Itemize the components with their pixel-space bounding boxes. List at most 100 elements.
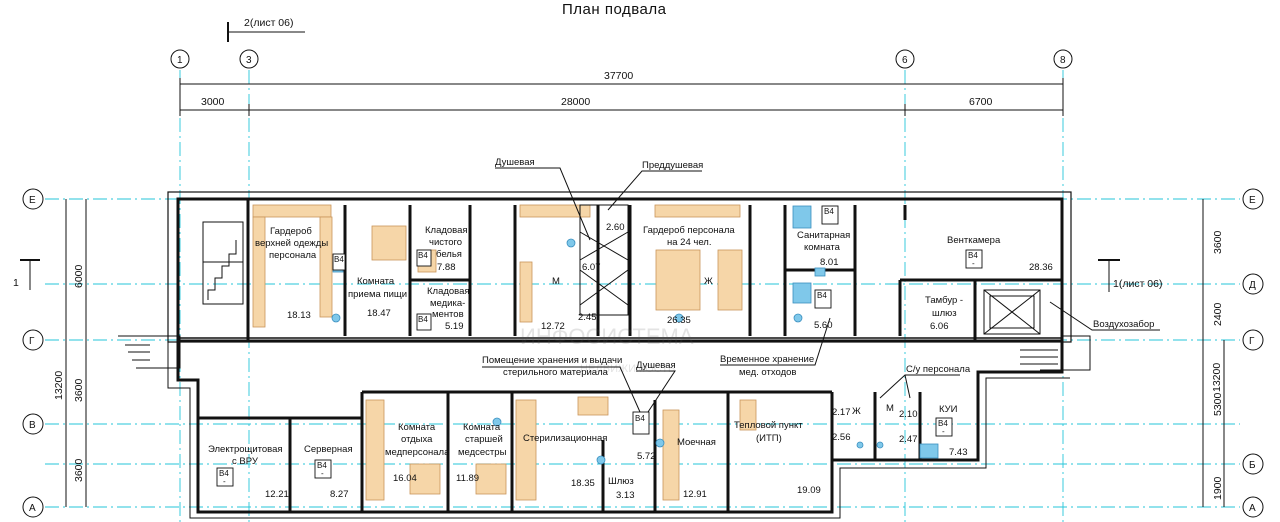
callout-text: Душевая — [495, 157, 535, 168]
room-label: ментов — [432, 309, 464, 320]
room-tambur: Тамбур - шлюз 6.06 — [925, 295, 963, 332]
room-kui: КУИ 7.43 — [939, 404, 968, 458]
room-area: 2.60 — [606, 222, 625, 233]
room-label: КУИ — [939, 404, 958, 415]
callout-text: Помещение хранения и выдачи — [482, 355, 622, 366]
room-label: верхней одежды — [255, 238, 328, 249]
room-label: Венткамера — [947, 235, 1001, 246]
dimensions-top: 37700 3000 28000 6700 — [179, 70, 1064, 116]
dim-top-c: 6700 — [969, 96, 993, 108]
room-area: 18.35 — [571, 478, 595, 489]
axis-label-3: 3 — [246, 55, 252, 66]
room-garderob-staff: Гардероб персонала на 24 чел. Ж 26.35 — [643, 225, 735, 326]
tag-sanitary-2: В4 — [814, 289, 832, 309]
tag-electric: В4- — [216, 467, 234, 487]
tag-clean-linen: В4 — [416, 249, 432, 267]
axis-label-g-left: Г — [29, 336, 35, 347]
room-shower-center: 6.07 2.45 2.60 — [578, 222, 625, 323]
room-label: Комната — [398, 422, 436, 433]
tag-text: В4 — [418, 315, 428, 324]
tag-text: В4 — [635, 414, 645, 423]
category-tags: В4 В4 В4 В4 В4 В4- В4- В4- В4 В4- — [216, 205, 983, 487]
room-shower-m: М 12.72 — [541, 276, 565, 332]
room-label: М — [552, 276, 560, 287]
room-label: Кладовая — [427, 286, 470, 297]
room-label: медсестры — [458, 447, 507, 458]
room-area: 2.47 — [899, 434, 918, 445]
dim-top-b: 28000 — [561, 96, 590, 108]
dim-right-d: 1900 — [1212, 476, 1224, 500]
callout-text: мед. отходов — [739, 367, 796, 378]
tag-text: В4 — [418, 251, 428, 260]
room-area: 12.91 — [683, 489, 707, 500]
stairs-left-entrance — [118, 335, 181, 369]
callout-text: стерильного материала — [503, 367, 609, 378]
callout-storage: Помещение хранения и выдачи стерильного … — [482, 355, 641, 413]
axis-bubbles-left: Е Г В А — [22, 188, 44, 518]
room-area: 16.04 — [393, 473, 417, 484]
room-label: Санитарная — [797, 230, 850, 241]
axis-label-8: 8 — [1060, 55, 1066, 66]
room-label: медика- — [430, 298, 465, 309]
tag-text: В4 — [334, 255, 344, 264]
callout-shower-2: Душевая — [636, 360, 676, 413]
tag-dash: - — [942, 427, 945, 436]
room-label: Шлюз — [608, 476, 634, 487]
room-area: 12.72 — [541, 321, 565, 332]
room-wash: Моечная 12.91 — [677, 437, 716, 500]
tag-ventkamera: В4- — [965, 249, 983, 269]
room-label: Ж — [852, 406, 861, 417]
room-label: старшей — [465, 434, 503, 445]
tag-text: В4 — [317, 461, 327, 470]
room-label: отдыха — [401, 434, 433, 445]
room-electric: Электрощитовая с ВРУ 12.21 — [208, 444, 289, 500]
room-label: Серверная — [304, 444, 353, 455]
tag-text: В4 — [938, 419, 948, 428]
dim-right-total: 13200 — [1211, 363, 1223, 392]
axis-label-a-left: А — [29, 503, 36, 514]
dim-right-a: 3600 — [1212, 230, 1224, 254]
tag-dash: - — [321, 469, 324, 478]
callout-waste: Временное хранение мед. отходов — [720, 317, 831, 378]
outer-walls — [167, 191, 1072, 519]
room-label: Электрощитовая — [208, 444, 283, 455]
tag-kui: В4- — [935, 417, 953, 437]
callout-text: Преддушевая — [642, 160, 703, 171]
watermark-text-2: НЕДВИЖИМОСТЬ — [580, 363, 675, 375]
room-label: белья — [436, 249, 462, 260]
tag-storage: В4 — [632, 411, 650, 435]
room-sanitary: Санитарная комната 8.01 5.60 — [797, 230, 850, 331]
room-label: Кладовая — [425, 225, 468, 236]
dim-total-width: 37700 — [604, 70, 633, 82]
axis-label-v-left: В — [29, 420, 36, 431]
room-label: Ж — [704, 276, 713, 287]
room-label: Тамбур - — [925, 295, 963, 306]
axis-label-1: 1 — [177, 55, 183, 66]
room-area: 18.13 — [287, 310, 311, 321]
callout-wc-staff: С/у персонала — [879, 364, 971, 399]
room-label: Комната — [357, 276, 395, 287]
room-area: 18.47 — [367, 308, 391, 319]
furniture — [252, 204, 1041, 501]
room-label: Гардероб персонала — [643, 225, 735, 236]
section-ref-right: 1(лист 06) — [1113, 278, 1162, 290]
axis-bubbles-right: Е Д Г Б А — [1242, 188, 1264, 518]
section-ref-top: 2(лист 06) — [244, 17, 293, 29]
axis-label-d-right: Д — [1249, 280, 1256, 291]
room-area: 26.35 — [667, 315, 691, 326]
dim-left-b: 3600 — [73, 378, 85, 402]
room-area: 8.01 — [820, 257, 839, 268]
section-ref-left: 1 — [13, 277, 19, 289]
room-area: 2.10 — [899, 409, 918, 420]
room-medicine: Кладовая медика- ментов 5.19 — [427, 286, 470, 332]
dim-right-b: 2400 — [1212, 302, 1224, 326]
tag-server: В4- — [314, 459, 332, 479]
section-mark-right: 1(лист 06) — [1098, 259, 1162, 292]
room-area: 11.89 — [456, 473, 479, 484]
tag-food: В4 — [332, 253, 346, 271]
room-server: Серверная 8.27 — [304, 444, 353, 500]
tag-dash: - — [972, 259, 975, 268]
room-label: шлюз — [932, 308, 957, 319]
room-label: Моечная — [677, 437, 716, 448]
room-area: 7.43 — [949, 447, 968, 458]
